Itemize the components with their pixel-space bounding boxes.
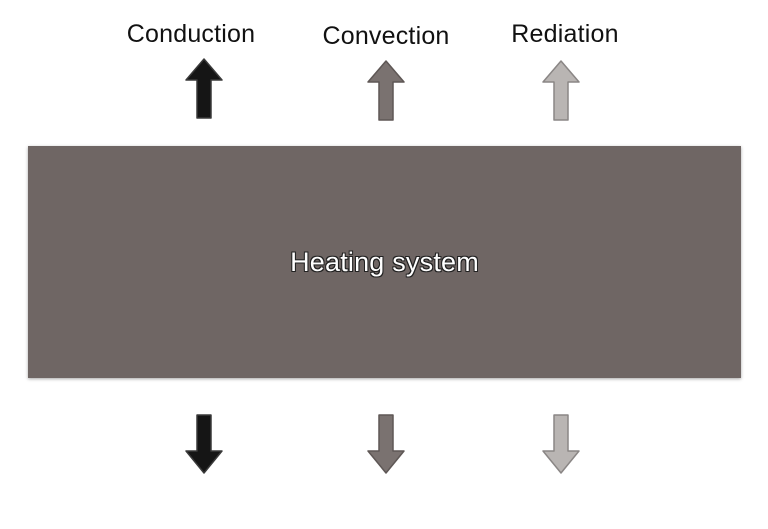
radiation-up-arrow-shape: [542, 60, 580, 121]
conduction-down-arrow-icon: [184, 413, 224, 475]
convection-down-arrow-shape: [367, 414, 405, 474]
heating-system-box: Heating system: [28, 146, 741, 378]
convection-down-arrow-icon: [366, 413, 406, 475]
radiation-down-arrow-shape: [542, 414, 580, 474]
conduction-down-arrow-shape: [185, 414, 223, 474]
convection-up-arrow-shape: [367, 60, 405, 121]
conduction-label: Conduction: [126, 20, 256, 48]
convection-up-arrow-icon: [366, 60, 406, 122]
conduction-up-arrow-icon: [184, 58, 224, 120]
radiation-up-arrow-icon: [541, 60, 581, 122]
radiation-label: Rediation: [511, 20, 619, 48]
heating-system-label: Heating system: [290, 247, 479, 277]
conduction-up-arrow-shape: [185, 58, 223, 119]
convection-label: Convection: [322, 22, 450, 50]
radiation-down-arrow-icon: [541, 413, 581, 475]
